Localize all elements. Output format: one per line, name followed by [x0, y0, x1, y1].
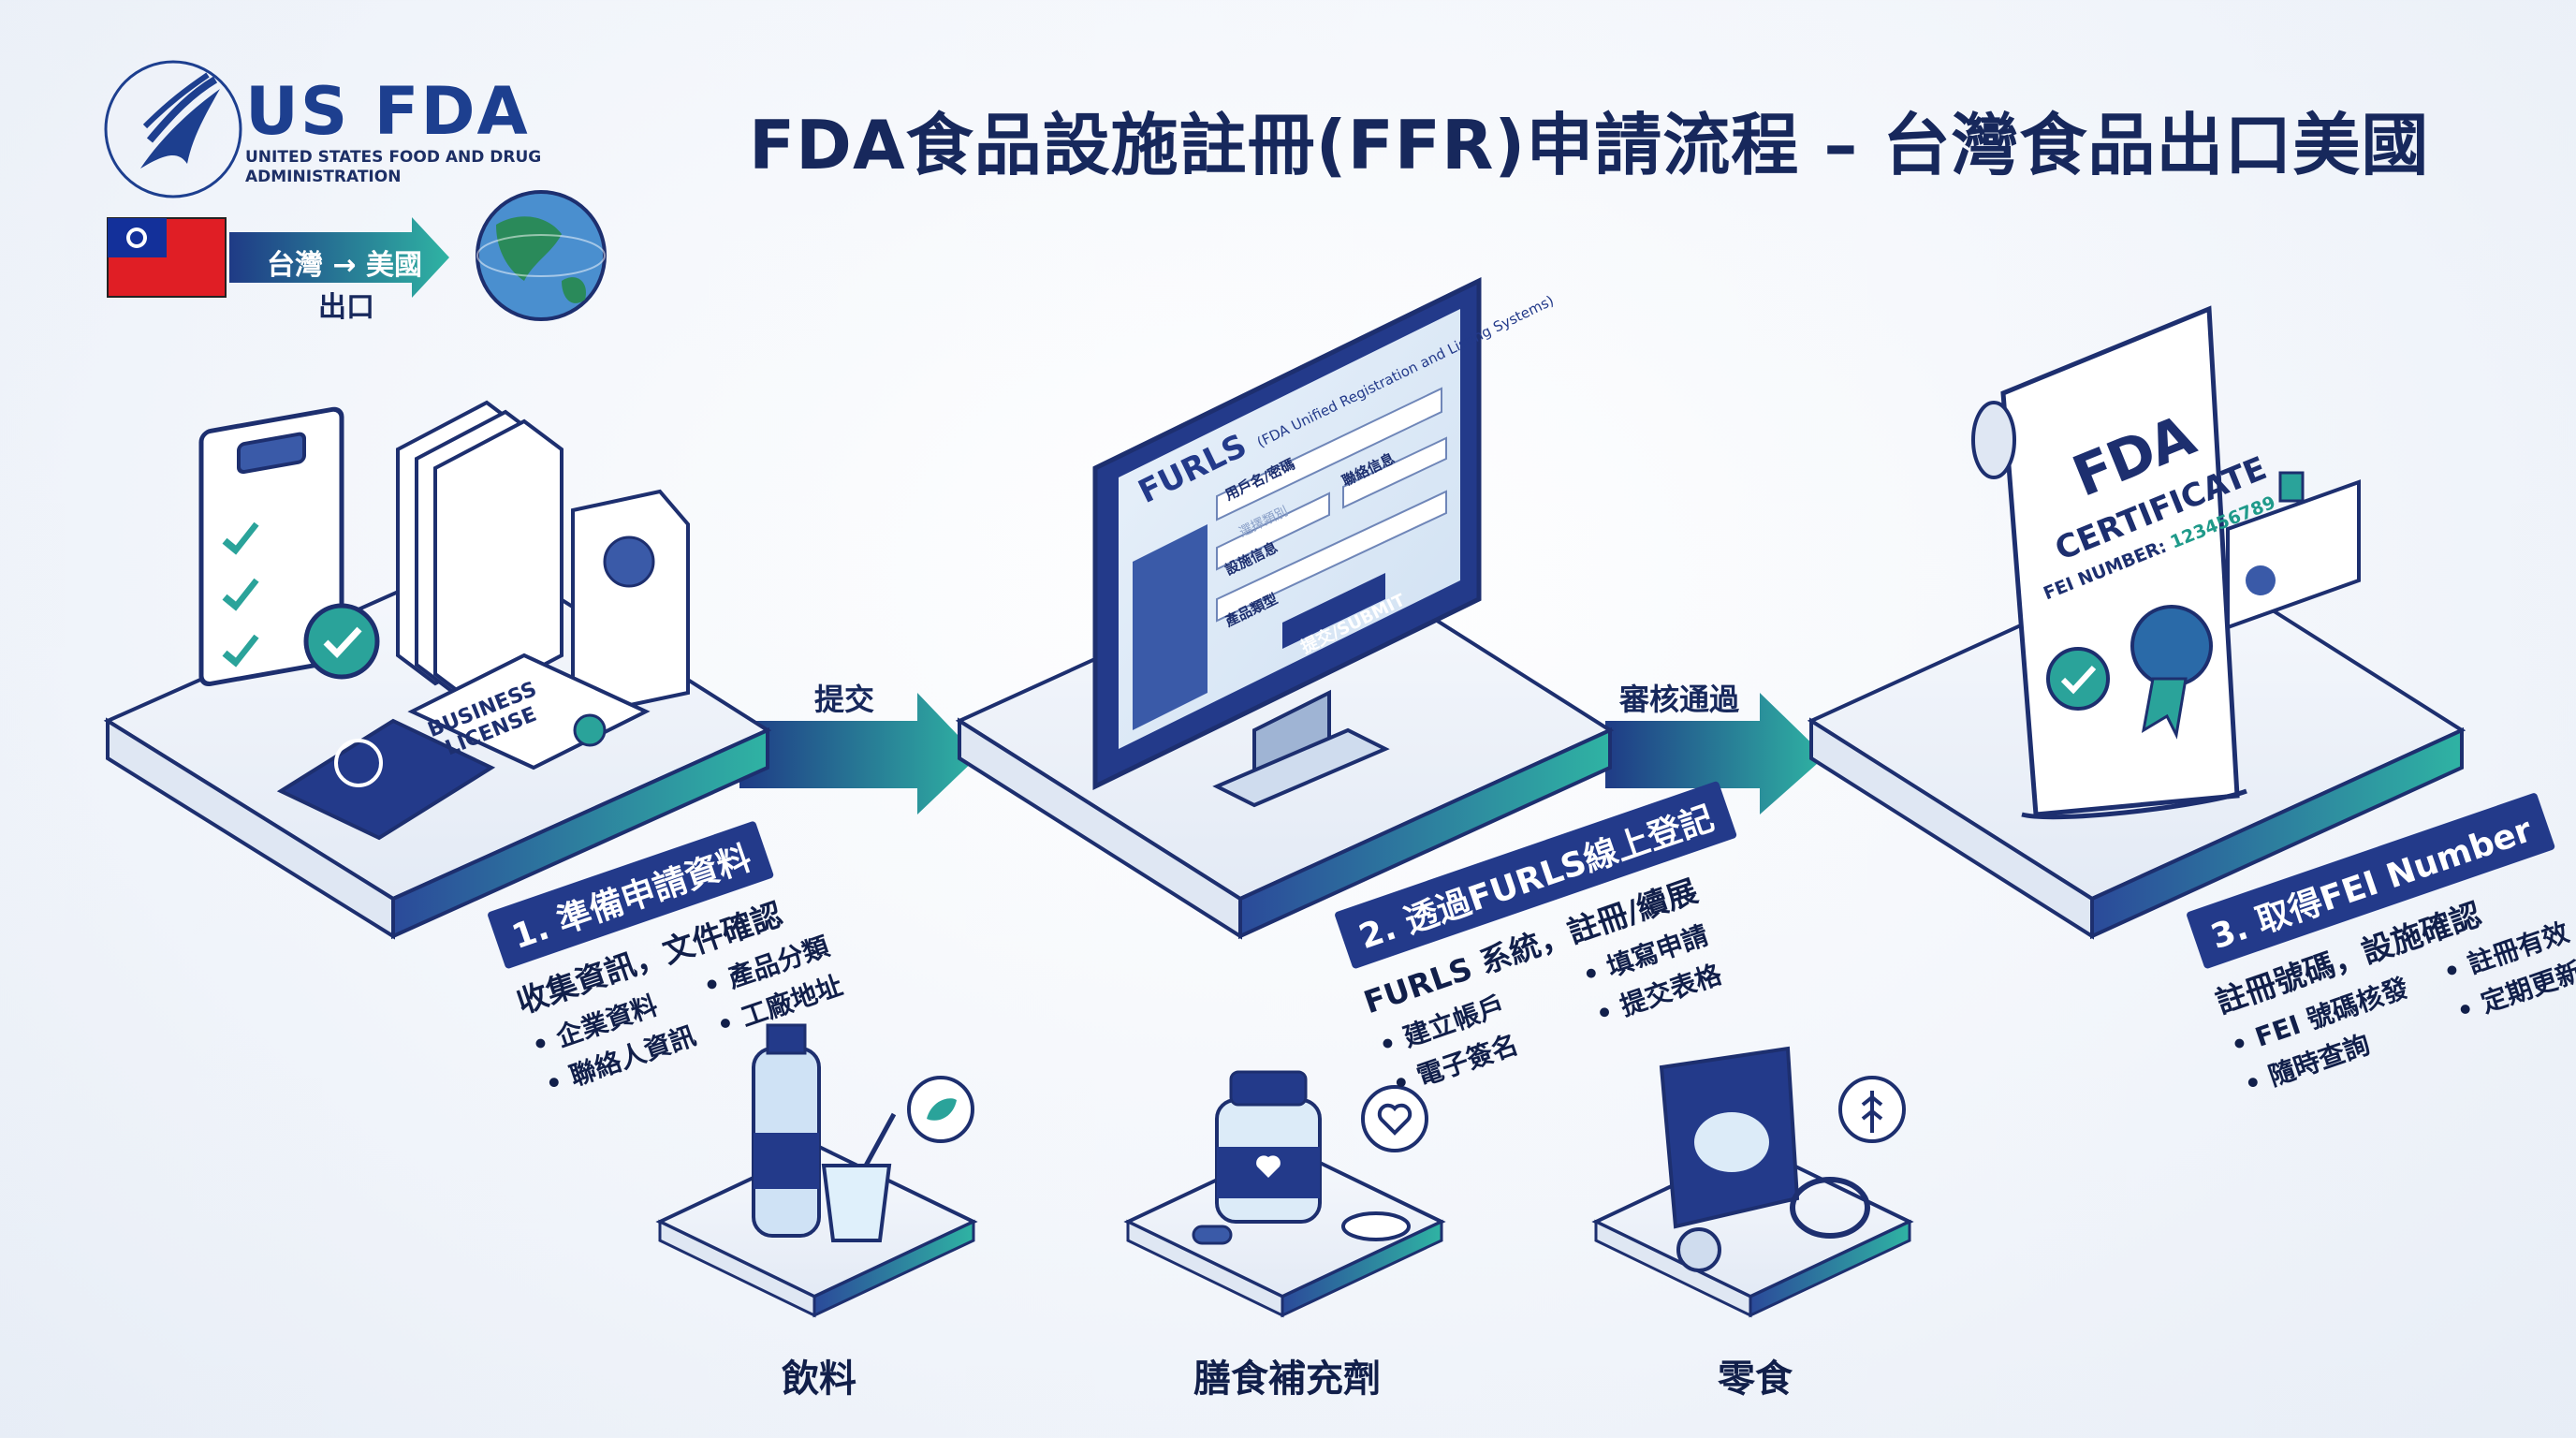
leaf-bubble-icon	[907, 1076, 974, 1143]
snack-bag-icon	[1659, 1046, 1870, 1272]
category-label-supplement: 膳食補充劑	[1193, 1357, 1381, 1401]
furls-form-graphic	[1133, 387, 1447, 730]
taiwan-flag-icon	[107, 217, 227, 298]
arrow-approved	[1605, 693, 1825, 814]
profile-card-icon	[571, 489, 690, 714]
fda-logo-subtitle: UNITED STATES FOOD AND DRUG ADMINISTRATI…	[245, 148, 541, 187]
arrow-label-submit: 提交	[814, 682, 875, 717]
category-label-beverage: 飲料	[782, 1357, 856, 1401]
heart-bubble-icon	[1361, 1085, 1428, 1152]
seal-ribbon-icon	[2130, 605, 2213, 740]
document-stack-icon	[396, 400, 564, 705]
clipboard-icon	[198, 406, 344, 687]
supplement-jar-icon	[1192, 1070, 1411, 1245]
check-circle-icon	[303, 603, 380, 680]
category-label-snack: 零食	[1718, 1357, 1793, 1401]
globe-icon	[476, 190, 607, 321]
fda-subtitle-line-1: UNITED STATES FOOD AND DRUG	[245, 148, 542, 167]
passport-icon	[276, 718, 496, 841]
arrow-label-approved: 審核通過	[1619, 682, 1740, 717]
wheat-bubble-icon	[1838, 1076, 1906, 1143]
arrow-submit	[739, 693, 978, 814]
route-arrow	[229, 217, 449, 298]
business-license-icon	[407, 653, 651, 770]
bottle-icon	[752, 1023, 897, 1242]
fda-eagle-icon	[104, 60, 242, 198]
platform-snack	[1591, 1144, 1914, 1318]
route-sub-label: 出口	[318, 291, 374, 324]
fda-logo-text: US FDA	[245, 73, 530, 150]
route-label: 台灣 → 美國	[267, 249, 423, 282]
fda-subtitle-line-2: ADMINISTRATION	[245, 168, 402, 186]
id-badge-icon	[2226, 471, 2361, 630]
page-title: FDA食品設施註冊(FFR)申請流程 – 台灣食品出口美國	[749, 106, 2430, 184]
